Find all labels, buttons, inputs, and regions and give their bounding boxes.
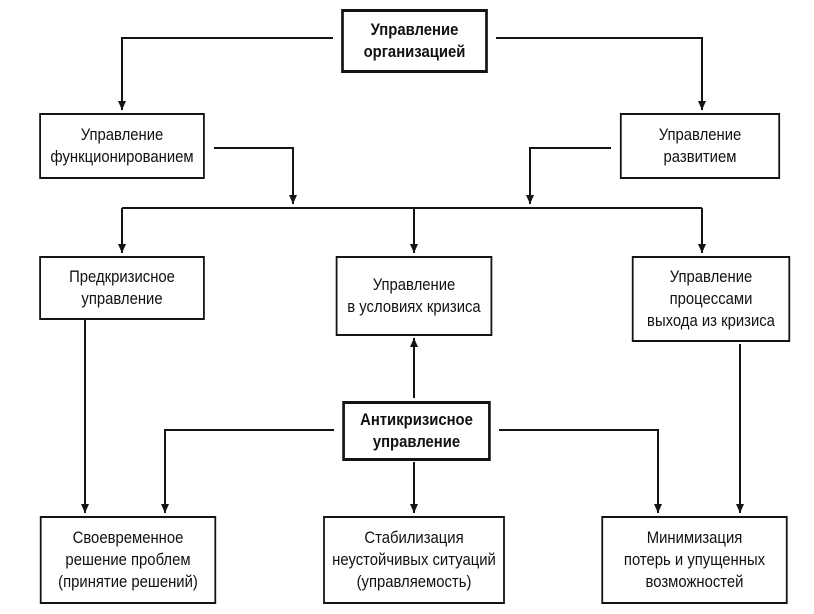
box-root: Управление организацией <box>341 9 488 73</box>
box-in-crisis-line-2: в условиях кризиса <box>347 298 481 316</box>
box-stabilization: Стабилизация неустойчивых ситуаций (упра… <box>323 516 505 604</box>
box-root-line-1: Управление <box>370 21 459 39</box>
box-development-line-1: Управление <box>658 126 742 144</box>
box-anticrisis-line-1: Антикризисное <box>360 411 473 429</box>
box-anticrisis-line-2: управление <box>372 433 461 451</box>
box-stabilization-line-3: (управляемость) <box>356 573 472 591</box>
box-functioning-line-1: Управление <box>80 126 164 144</box>
box-timely: Своевременное решение проблем (принятие … <box>39 516 217 604</box>
box-minimization-line-3: возможностей <box>645 573 744 591</box>
box-stabilization-line-2: неустойчивых ситуаций <box>332 551 496 569</box>
box-development-line-2: развитием <box>663 148 737 166</box>
box-anticrisis: Антикризисное управление <box>342 401 491 461</box>
box-timely-line-2: решение проблем <box>65 551 191 569</box>
arrow-development-to-junction <box>526 147 611 204</box>
box-minimization-line-1: Минимизация <box>646 529 743 547</box>
box-exit-crisis: Управление процессами выхода из кризиса <box>631 256 791 342</box>
arrow-anticrisis-to-timely <box>161 429 334 513</box>
box-functioning-line-2: функционированием <box>50 148 194 166</box>
arrow-root-to-functioning <box>118 37 333 110</box>
box-exit-crisis-line-1: Управление <box>669 268 753 286</box>
arrow-anticrisis-to-minimization <box>499 429 662 513</box>
box-minimization-line-2: потерь и упущенных <box>623 551 766 569</box>
box-precrisis-line-2: управление <box>81 290 163 308</box>
box-exit-crisis-line-2: процессами <box>669 290 753 308</box>
box-minimization: Минимизация потерь и упущенных возможнос… <box>601 516 788 604</box>
box-precrisis: Предкризисное управление <box>39 256 205 320</box>
box-timely-line-3: (принятие решений) <box>58 573 198 591</box>
box-in-crisis: Управление в условиях кризиса <box>335 256 493 336</box>
box-development: Управление развитием <box>619 113 781 179</box>
box-stabilization-line-1: Стабилизация <box>364 529 464 547</box>
box-precrisis-line-1: Предкризисное <box>69 268 175 286</box>
box-in-crisis-line-1: Управление <box>372 276 456 294</box>
box-root-line-2: организацией <box>363 43 466 61</box>
arrow-functioning-to-junction <box>214 147 297 204</box>
box-exit-crisis-line-3: выхода из кризиса <box>647 312 775 330</box>
box-functioning: Управление функционированием <box>39 113 205 179</box>
box-timely-line-1: Своевременное <box>72 529 184 547</box>
arrow-root-to-development <box>496 37 706 110</box>
